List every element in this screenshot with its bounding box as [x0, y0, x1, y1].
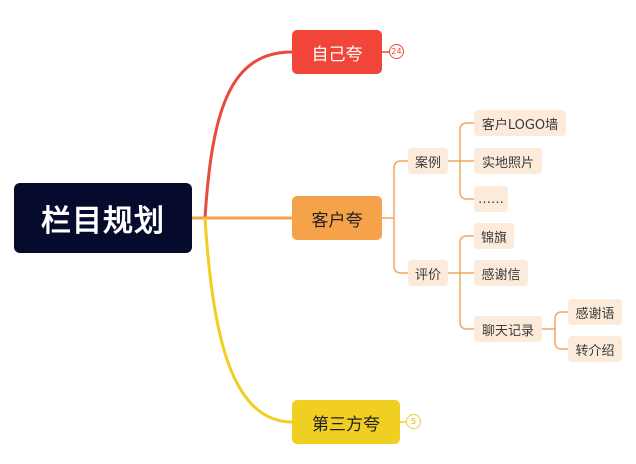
subtopic-ellipsis[interactable]: ……: [474, 186, 508, 212]
subtopic-reviews[interactable]: 评价: [408, 260, 448, 286]
subtopic-chat-records[interactable]: 聊天记录: [474, 316, 542, 342]
subtopic-customer-logo-wall[interactable]: 客户LOGO墙: [474, 110, 566, 136]
subtopic-site-photos[interactable]: 实地照片: [474, 148, 542, 174]
collapsed-count-badge-third[interactable]: 5: [406, 414, 421, 429]
connector-cases-children: [448, 122, 474, 200]
subtopic-pennant[interactable]: 锦旗: [474, 223, 514, 249]
subtopic-thank-you-letter[interactable]: 感谢信: [474, 260, 528, 286]
connector-third: [203, 217, 293, 424]
subtopic-referral[interactable]: 转介绍: [568, 336, 622, 362]
subtopic-cases[interactable]: 案例: [408, 148, 448, 174]
branch-self-praise[interactable]: 自己夸: [292, 30, 382, 74]
connector-chat-children: [542, 311, 568, 350]
branch-customer-praise[interactable]: 客户夸: [292, 196, 382, 240]
collapsed-count-badge-self[interactable]: 24: [389, 44, 404, 59]
connector-customer-children: [382, 160, 408, 274]
branch-third-party-praise[interactable]: 第三方夸: [292, 400, 400, 444]
subtopic-thank-you-words[interactable]: 感谢语: [568, 299, 622, 325]
connector-reviews-children: [448, 235, 474, 330]
root-topic[interactable]: 栏目规划: [14, 183, 192, 253]
connector-self: [203, 50, 293, 219]
